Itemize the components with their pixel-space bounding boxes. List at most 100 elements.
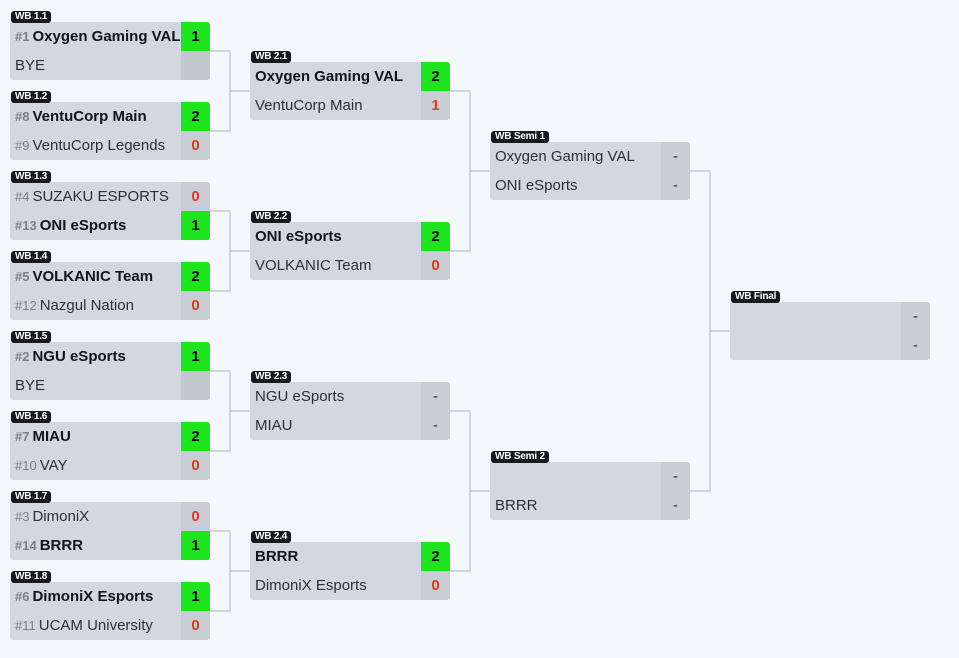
match-card[interactable]: NGU eSports-MIAU- bbox=[250, 382, 450, 440]
match-card[interactable]: Oxygen Gaming VAL- ONI eSports - bbox=[490, 142, 690, 200]
team-score: 0 bbox=[181, 451, 210, 480]
team-score: - bbox=[661, 491, 690, 520]
team-seed: #7 bbox=[15, 429, 30, 444]
team-name-text: NGU eSports bbox=[255, 388, 345, 405]
connector-line bbox=[450, 90, 490, 252]
team-row[interactable]: BYE bbox=[10, 51, 210, 80]
team-score: 1 bbox=[181, 342, 210, 371]
team-row[interactable]: Oxygen Gaming VAL- bbox=[490, 142, 690, 171]
team-name-text: NGU eSports bbox=[32, 348, 126, 365]
match-label: WB 2.4 bbox=[251, 531, 292, 543]
match-card[interactable]: -BRRR- bbox=[490, 462, 690, 520]
team-row[interactable]: - bbox=[490, 462, 690, 491]
team-row[interactable]: NGU eSports- bbox=[250, 382, 450, 411]
team-name: ONI eSports bbox=[490, 177, 661, 194]
match-label: WB 1.5 bbox=[11, 331, 52, 343]
team-row[interactable]: ONI eSports - bbox=[490, 171, 690, 200]
team-name-text: ONI eSports bbox=[495, 177, 578, 194]
team-score: 0 bbox=[181, 291, 210, 320]
team-score: 0 bbox=[181, 182, 210, 211]
team-name: VOLKANIC Team bbox=[250, 257, 421, 274]
team-name-text: BYE bbox=[15, 377, 46, 394]
team-row[interactable]: - bbox=[730, 331, 930, 360]
team-score: - bbox=[661, 171, 690, 200]
team-seed: #11 bbox=[15, 618, 36, 633]
match-label: WB Final bbox=[731, 291, 781, 303]
team-name-text: DimoniX Esports bbox=[255, 577, 367, 594]
team-seed: #14 bbox=[15, 538, 37, 553]
team-row[interactable]: BRRR- bbox=[490, 491, 690, 520]
match-label: WB 1.4 bbox=[11, 251, 52, 263]
team-score: - bbox=[901, 331, 930, 360]
bracket-match[interactable]: WB Final-- bbox=[730, 291, 930, 360]
match-label: WB Semi 1 bbox=[491, 131, 549, 143]
team-row[interactable]: BYE bbox=[10, 371, 210, 400]
team-seed: #12 bbox=[15, 298, 37, 313]
match-label: WB 1.8 bbox=[11, 571, 52, 583]
team-score: 2 bbox=[181, 422, 210, 451]
connector-line bbox=[450, 410, 490, 572]
team-name-text: ONI eSports bbox=[39, 217, 127, 234]
team-row[interactable]: MIAU- bbox=[250, 411, 450, 440]
team-score: - bbox=[901, 302, 930, 331]
match-card[interactable]: -- bbox=[730, 302, 930, 360]
team-name: DimoniX Esports bbox=[250, 577, 421, 594]
bracket-match[interactable]: WB Semi 2-BRRR- bbox=[490, 451, 690, 520]
team-score: 1 bbox=[181, 531, 210, 560]
team-row[interactable]: - bbox=[730, 302, 930, 331]
team-score: 0 bbox=[181, 611, 210, 640]
